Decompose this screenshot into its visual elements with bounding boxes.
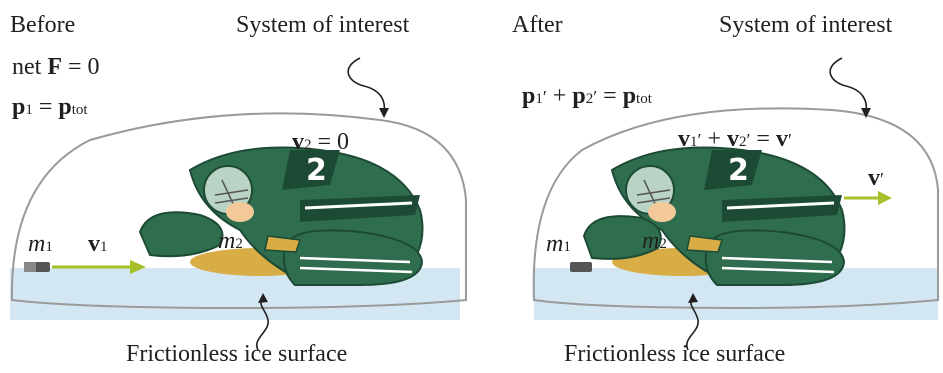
before-heading: Before <box>10 13 75 37</box>
arrowhead-icon <box>379 108 389 118</box>
velocity-equation: v1′ + v2′ = v′ <box>678 127 792 151</box>
goalie-mass-label: m2 <box>218 229 243 253</box>
goalie-icon: 2 <box>140 148 423 286</box>
svg-text:2: 2 <box>728 153 749 188</box>
system-of-interest-label: System of interest <box>236 13 409 37</box>
puck-icon <box>570 262 592 272</box>
puck-mass-label: m1 <box>28 232 53 256</box>
goalie-icon: 2 <box>584 148 845 286</box>
puck-mass-label: m1 <box>546 232 571 256</box>
goalie-mass-label: m2 <box>642 229 667 253</box>
before-panel: 2 Before System of interest net F = 0 p1… <box>0 0 472 373</box>
after-heading: After <box>512 13 563 37</box>
goalie-velocity-label: v2 = 0 <box>292 130 349 154</box>
system-of-interest-label: System of interest <box>719 13 892 37</box>
squiggle-arrow-icon <box>348 58 384 112</box>
puck-velocity-label: v1 <box>88 232 108 256</box>
net-force-condition: net F = 0 <box>12 55 100 79</box>
final-velocity-label: v′ <box>868 166 884 190</box>
after-panel: 2 After System of interest p1′ + p2′ = p… <box>472 0 943 373</box>
svg-text:2: 2 <box>306 153 327 188</box>
arrowhead-icon <box>878 191 892 205</box>
surface-label: Frictionless ice surface <box>564 342 785 366</box>
squiggle-arrow-icon <box>830 58 866 112</box>
surface-label: Frictionless ice surface <box>126 342 347 366</box>
momentum-condition: p1 = ptot <box>12 95 88 119</box>
momentum-equation: p1′ + p2′ = ptot <box>522 84 652 108</box>
